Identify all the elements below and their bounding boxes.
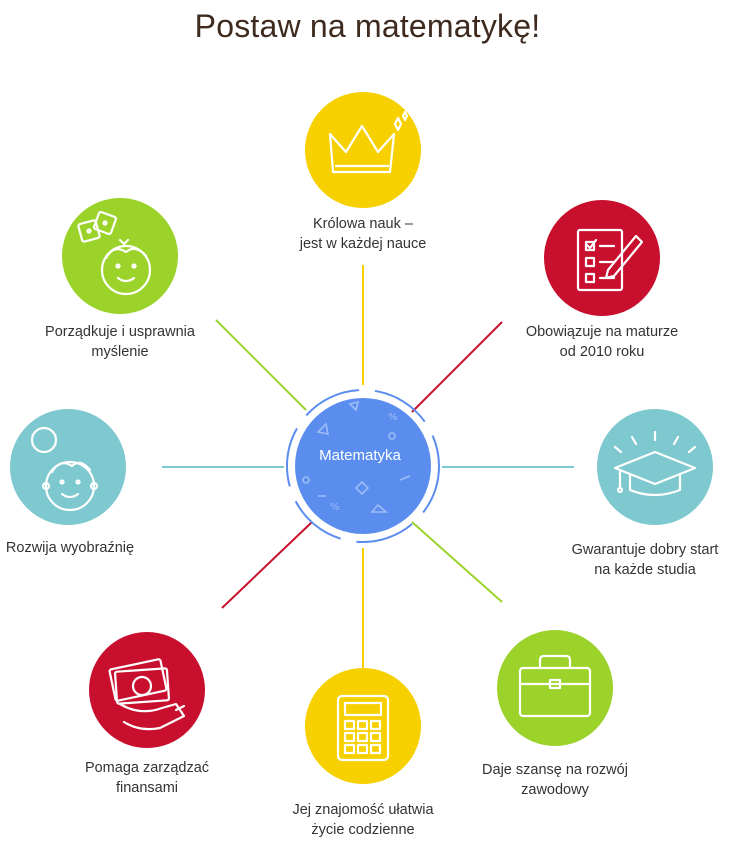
label-queen: Królowa nauk – jest w każdej nauce [299, 216, 427, 252]
center-circle [295, 398, 431, 534]
label-career: Daje szansę na rozwój zawodowy [482, 762, 628, 798]
svg-text:%: % [388, 412, 398, 423]
center-outer-ring [286, 389, 440, 543]
node-circle-thinking [62, 198, 178, 314]
label-studies: Gwarantuje dobry start na każde studia [571, 542, 719, 578]
svg-text:%: % [330, 502, 340, 513]
connector-finance [221, 521, 313, 609]
checklist-icon [576, 228, 644, 292]
label-thinking: Porządkuje i usprawnia myślenie [45, 324, 195, 360]
node-circle-queen [305, 92, 421, 208]
node-circle-finance [89, 632, 205, 748]
label-everyday: Jej znajomość ułatwia życie codzienne [292, 802, 434, 838]
briefcase-icon [518, 654, 592, 718]
connector-thinking [215, 319, 307, 411]
connector-exam [411, 321, 503, 413]
label-imagination: Rozwija wyobraźnię [5, 540, 135, 556]
node-circle-studies [597, 409, 713, 525]
node-circle-everyday [305, 668, 421, 784]
center-label: Matematyka [319, 447, 401, 464]
graduation-cap-icon [613, 430, 697, 497]
money-hand-icon [108, 658, 186, 731]
child-thought-icon [30, 426, 99, 512]
child-dice-icon [77, 210, 152, 296]
center-decorations: % % [302, 400, 411, 513]
node-circle-imagination [10, 409, 126, 525]
connector-career [411, 521, 503, 603]
label-finance: Pomaga zarządzać finansami [84, 760, 210, 796]
label-exam: Obowiązuje na maturze od 2010 roku [525, 324, 679, 360]
calculator-icon [336, 694, 390, 762]
crown-icon [328, 110, 409, 174]
node-circle-exam [544, 200, 660, 316]
center-node: % % [286, 389, 440, 543]
page-title: Postaw na matematykę! [194, 8, 541, 44]
